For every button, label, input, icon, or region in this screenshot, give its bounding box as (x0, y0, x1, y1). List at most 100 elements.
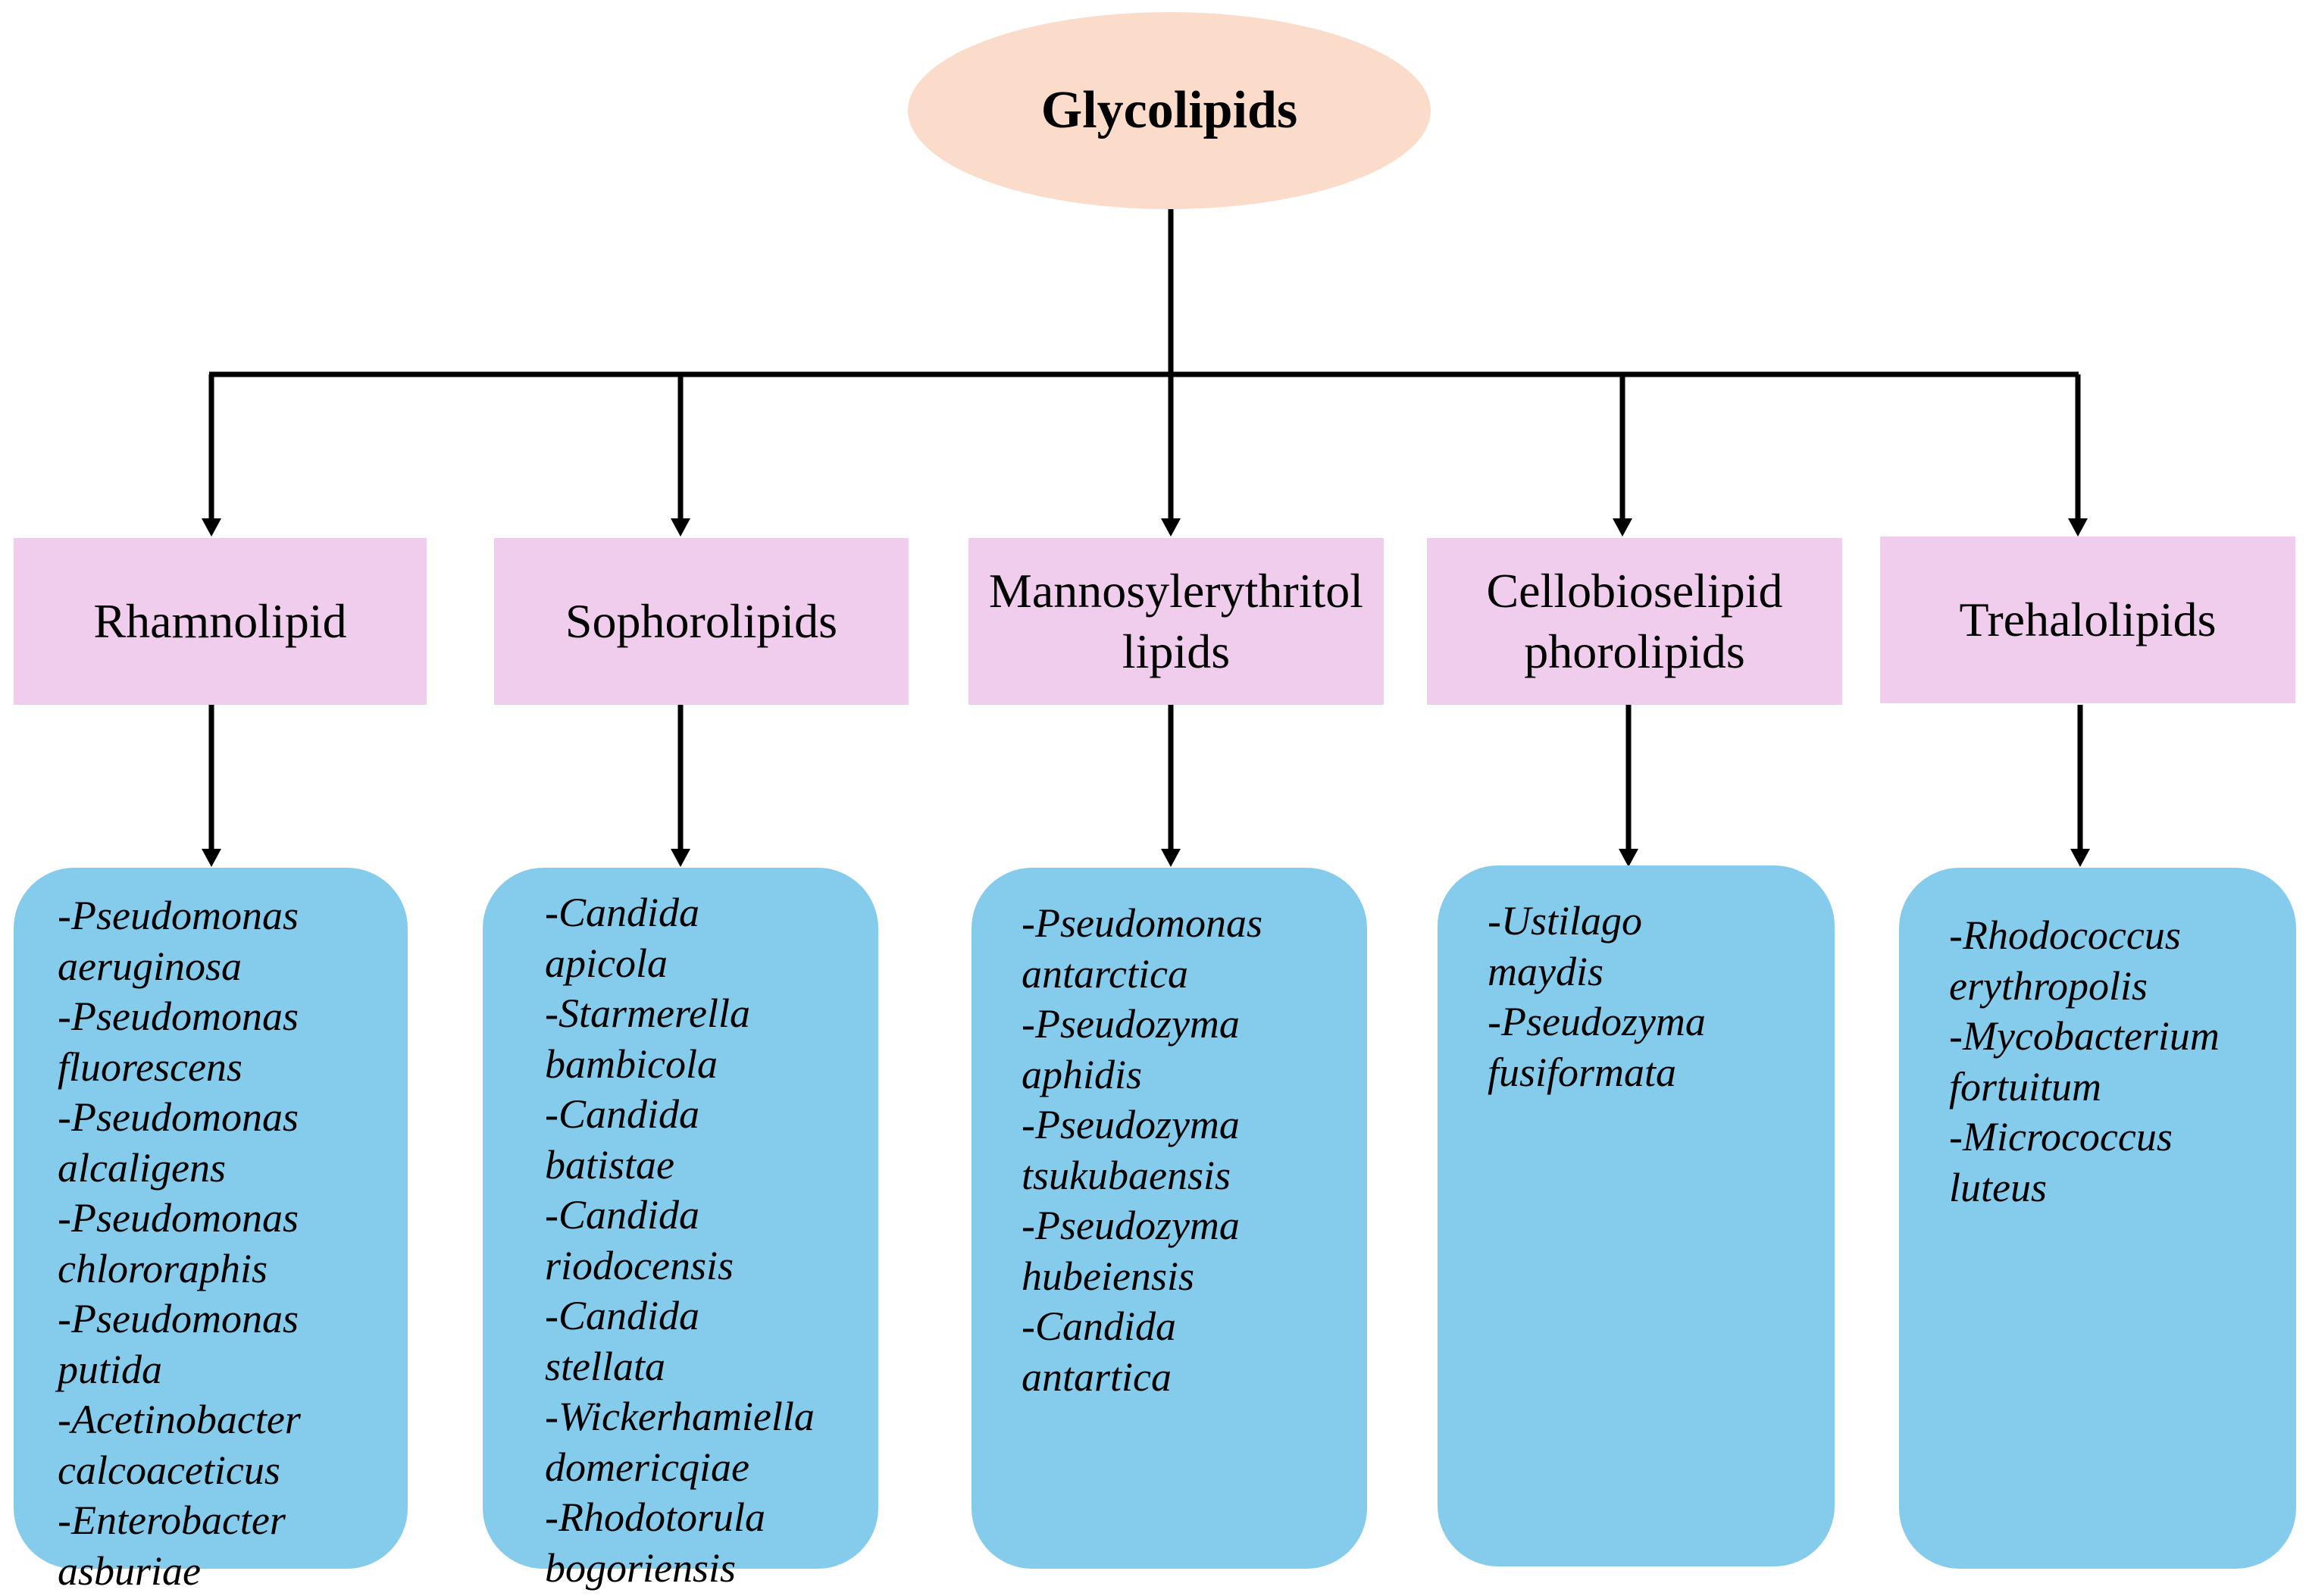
organism-species: riodocensis (545, 1241, 878, 1291)
organism-genus: -Candida (545, 1190, 878, 1241)
arrowhead-rhamnolipid-list (202, 849, 221, 867)
organism-genus: -Candida (1022, 1301, 1367, 1352)
organism-species: aeruginosa (58, 941, 408, 992)
organism-species: bambicola (545, 1039, 878, 1090)
category-label: Sophorolipids (565, 591, 837, 652)
organism-species: luteus (1949, 1163, 2296, 1213)
category-mannosylerythritol-lipids: Mannosylerythritol lipids (968, 538, 1384, 705)
arrowhead-sophorolipids-list (671, 849, 690, 867)
category-label-line-1: Cellobioselipid (1486, 561, 1782, 621)
organism-genus: -Candida (545, 1291, 878, 1341)
category-cellobioselipid-phorolipids: Cellobioselipid phorolipids (1427, 538, 1842, 705)
arrowhead-trehalolipids-list (2070, 849, 2090, 867)
organism-genus: -Pseudozyma (1488, 997, 1835, 1047)
organism-species: antarctica (1022, 949, 1367, 1000)
organism-genus: -Wickerhamiella (545, 1391, 878, 1442)
category-label: Rhamnolipid (93, 591, 346, 652)
organism-genus: -Candida (545, 1089, 878, 1140)
organism-genus: -Pseudomonas (58, 890, 408, 941)
arrowhead-rhamnolipid (202, 518, 221, 537)
organism-genus: -Rhodococcus (1949, 910, 2296, 961)
root-label: Glycolipids (1041, 80, 1297, 141)
organism-species: antartica (1022, 1352, 1367, 1403)
organism-genus: -Starmerella (545, 988, 878, 1039)
organism-species: tsukubaensis (1022, 1150, 1367, 1201)
organism-genus: -Pseudomonas (1022, 898, 1367, 949)
organism-genus: -Micrococcus (1949, 1112, 2296, 1163)
organism-genus: -Rhodotorula (545, 1492, 878, 1543)
organism-genus: -Enterobacter (58, 1495, 408, 1546)
arrowhead-trehalolipids (2068, 518, 2088, 537)
root-node-glycolipids: Glycolipids (908, 12, 1431, 209)
category-label: Trehalolipids (1960, 590, 2217, 650)
organism-species: maydis (1488, 947, 1835, 997)
organism-genus: -Pseudomonas (58, 1193, 408, 1244)
organism-species: hubeiensis (1022, 1251, 1367, 1302)
organism-genus: -Pseudozyma (1022, 1200, 1367, 1251)
organism-species: putida (58, 1344, 408, 1395)
organism-species: erythropolis (1949, 961, 2296, 1012)
organism-species: batistae (545, 1140, 878, 1191)
organism-genus: -Pseudozyma (1022, 999, 1367, 1050)
organism-genus: -Pseudomonas (58, 1092, 408, 1143)
category-label-line-1: Mannosylerythritol (989, 561, 1363, 621)
organism-species: fusiformata (1488, 1047, 1835, 1098)
arrowhead-mannosylerythritol (1161, 518, 1181, 537)
arrowhead-cellobioselipid (1613, 518, 1632, 537)
organism-species: fluorescens (58, 1042, 408, 1093)
arrowhead-mannosylerythritol-list (1161, 849, 1181, 867)
organism-species: fortuitum (1949, 1062, 2296, 1113)
organism-genus: -Candida (545, 887, 878, 938)
organism-genus: -Pseudomonas (58, 991, 408, 1042)
organism-genus: -Mycobacterium (1949, 1011, 2296, 1062)
organism-species: aphidis (1022, 1050, 1367, 1100)
organism-genus: -Pseudozyma (1022, 1100, 1367, 1150)
organism-species: domericqiae (545, 1442, 878, 1493)
organism-genus: -Pseudomonas (58, 1294, 408, 1344)
category-trehalolipids: Trehalolipids (1880, 537, 2295, 703)
organism-species: apicola (545, 938, 878, 989)
category-rhamnolipid: Rhamnolipid (14, 538, 427, 705)
arrowhead-cellobioselipid-list (1619, 849, 1638, 867)
organism-species: calcoaceticus (58, 1445, 408, 1496)
organism-genus: -Ustilago (1488, 896, 1835, 947)
category-sophorolipids: Sophorolipids (494, 538, 909, 705)
organism-species: chlororaphis (58, 1244, 408, 1294)
organism-genus: -Acetinobacter (58, 1394, 408, 1445)
organism-species: alcaligens (58, 1143, 408, 1194)
organism-species: asburiae (58, 1546, 408, 1596)
arrowhead-sophorolipids (671, 518, 690, 537)
organism-species: stellata (545, 1341, 878, 1392)
organism-species: bogoriensis (545, 1543, 878, 1594)
category-label-line-2: lipids (989, 621, 1363, 682)
